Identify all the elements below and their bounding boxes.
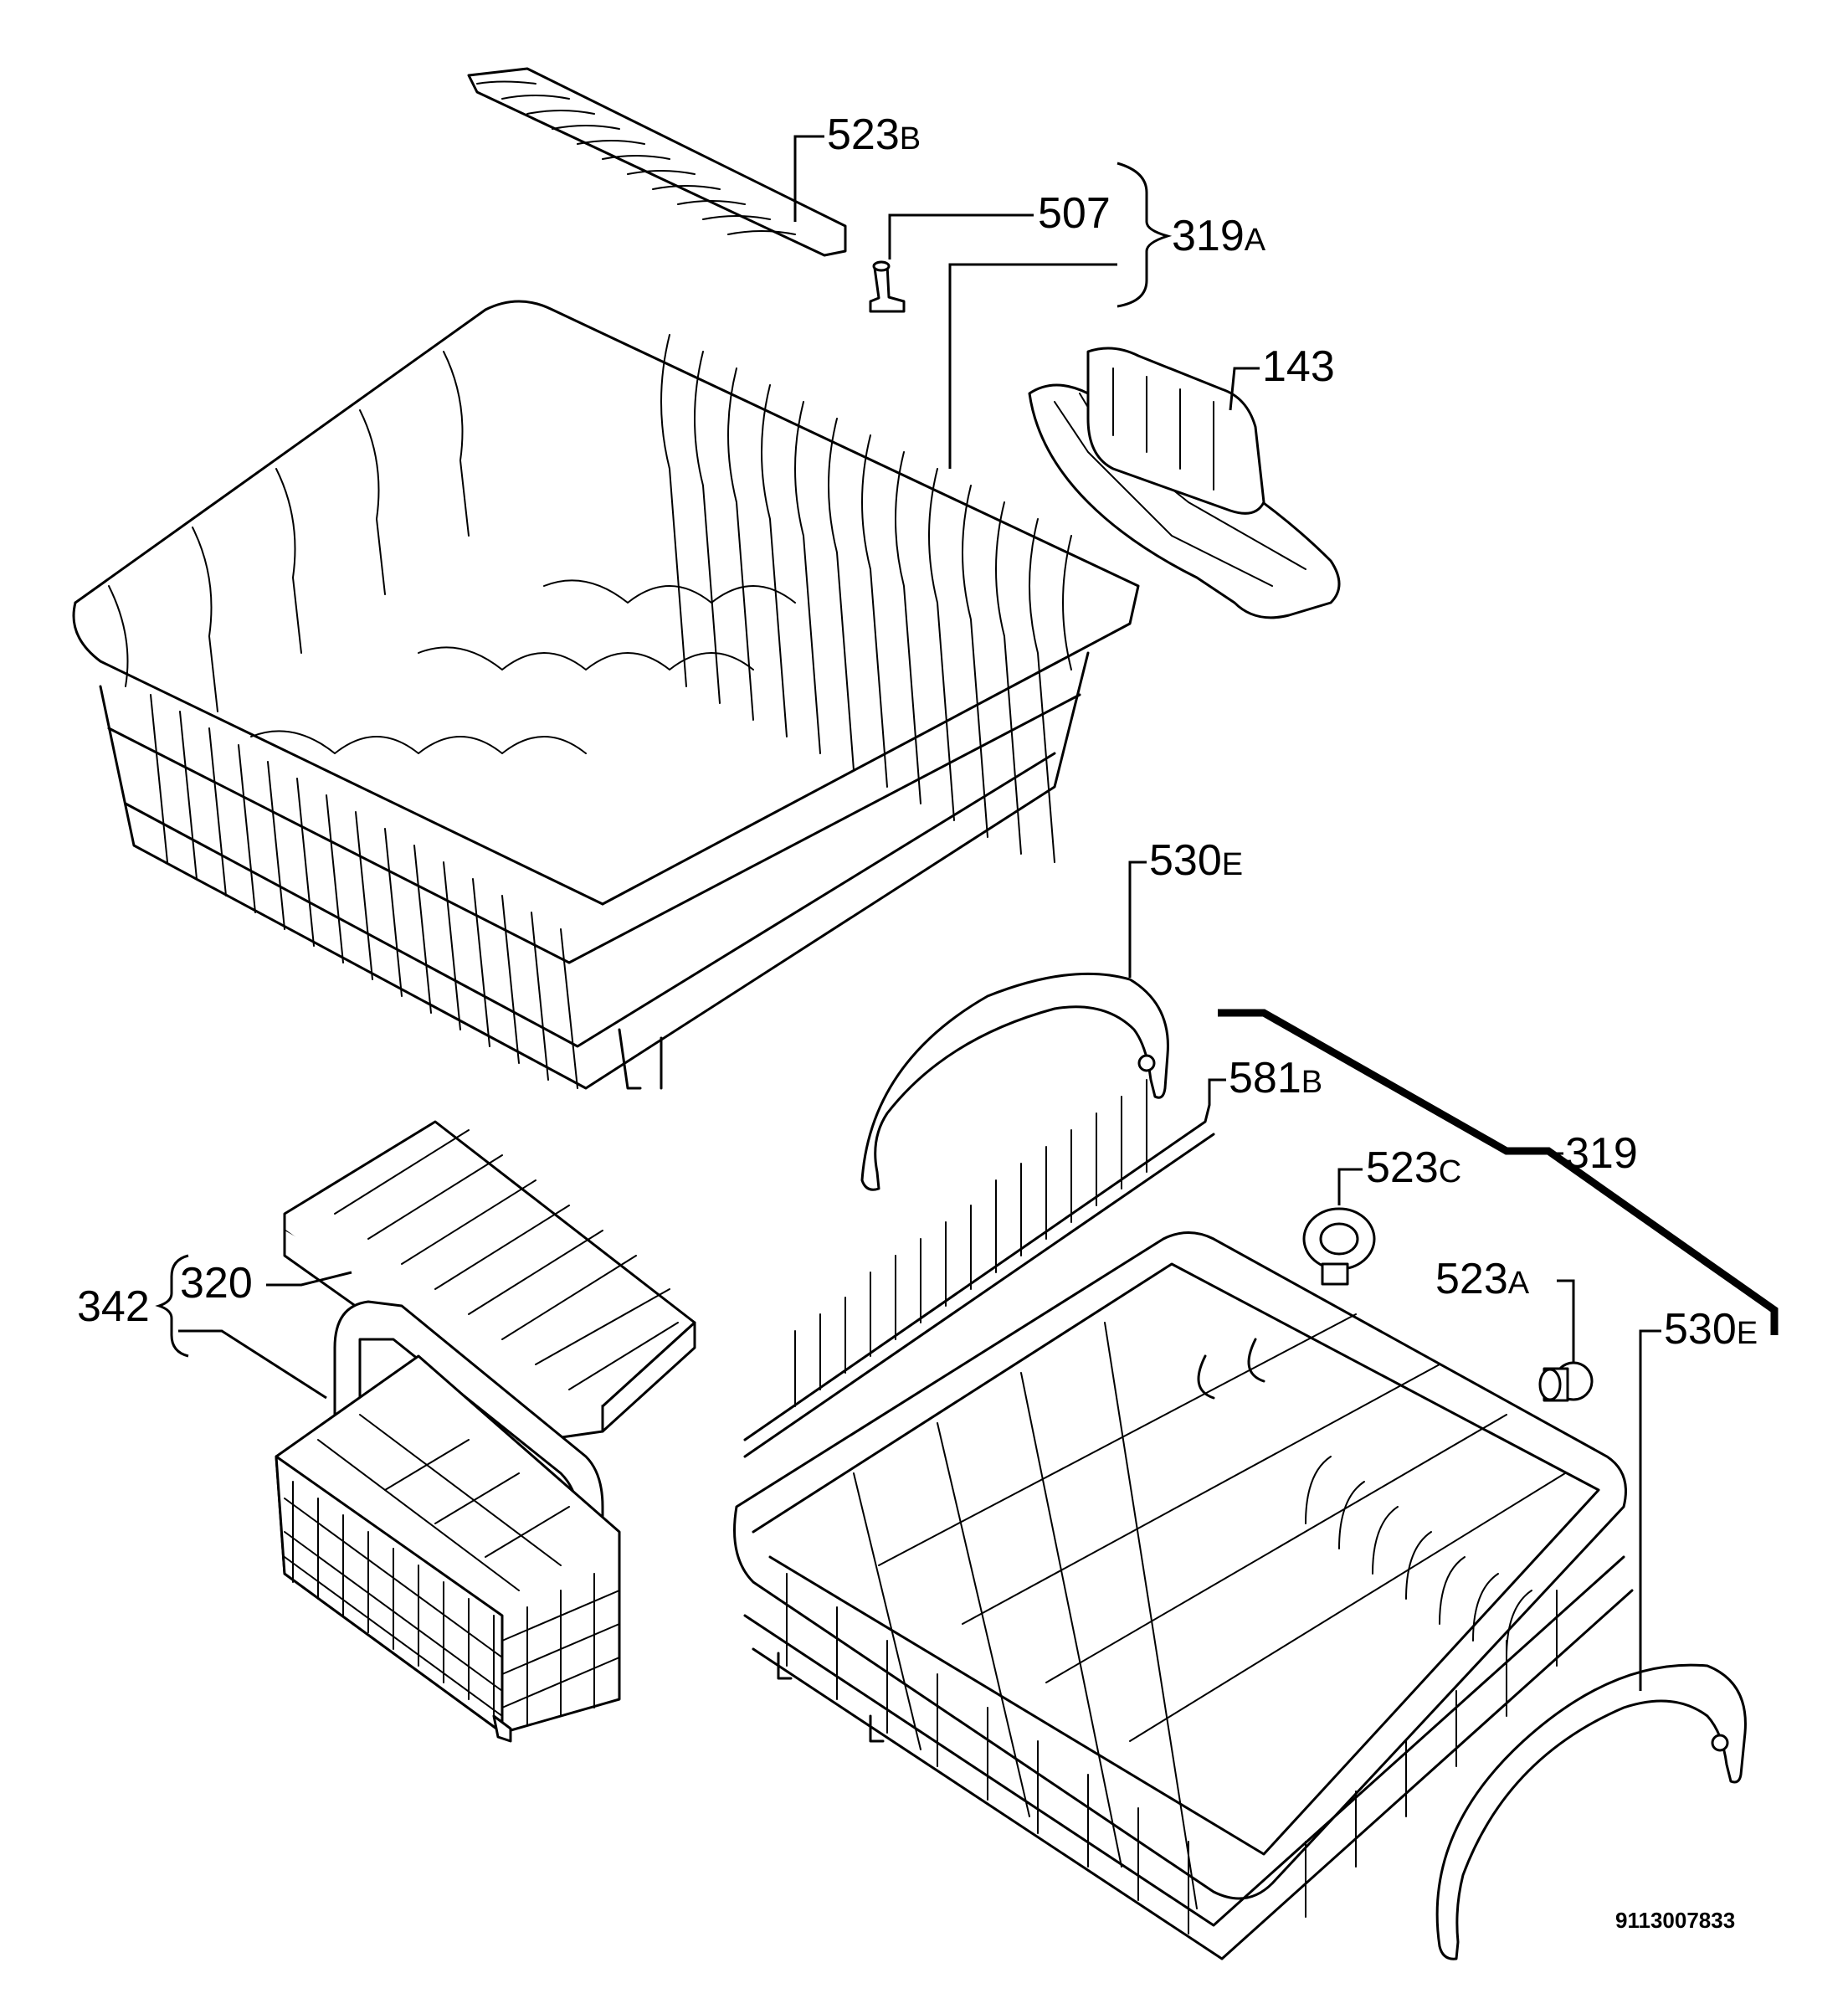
label-143: 143	[1262, 342, 1335, 391]
label-319a: 319A	[1172, 212, 1266, 260]
label-530e-bottom: 530E	[1664, 1305, 1758, 1354]
label-581b: 581B	[1229, 1054, 1322, 1102]
label-320: 320	[180, 1259, 253, 1308]
cutlery-basket[interactable]	[275, 1300, 621, 1743]
label-507: 507	[1038, 189, 1111, 238]
label-523b: 523B	[827, 110, 921, 159]
label-523a: 523A	[1435, 1255, 1530, 1303]
label-342: 342	[77, 1282, 150, 1331]
lower-basket[interactable]	[733, 1231, 1634, 1960]
part-530e-top-rail[interactable]	[860, 972, 1169, 1191]
part-523c-wheel[interactable]	[1302, 1207, 1376, 1286]
label-523c: 523C	[1366, 1143, 1461, 1192]
part-523b-tine-row[interactable]	[467, 67, 847, 257]
upper-basket[interactable]	[72, 300, 1140, 1090]
leader-lines	[155, 135, 1779, 1691]
drawing-code: 9113007833	[1615, 1908, 1735, 1933]
part-143-holder[interactable]	[1028, 347, 1341, 619]
part-507-clip[interactable]	[869, 260, 906, 313]
part-labels: 523B 507 319A 143 530E 581B 319 523C 523…	[77, 110, 1758, 1933]
part-523a-wheel[interactable]	[1538, 1361, 1594, 1402]
label-319: 319	[1565, 1129, 1638, 1178]
part-530e-bottom-rail[interactable]	[1435, 1663, 1747, 1960]
part-581b-tine-row[interactable]	[743, 1079, 1215, 1458]
part-320-grid-cover[interactable]	[283, 1120, 696, 1441]
label-530e-top: 530E	[1149, 836, 1243, 885]
